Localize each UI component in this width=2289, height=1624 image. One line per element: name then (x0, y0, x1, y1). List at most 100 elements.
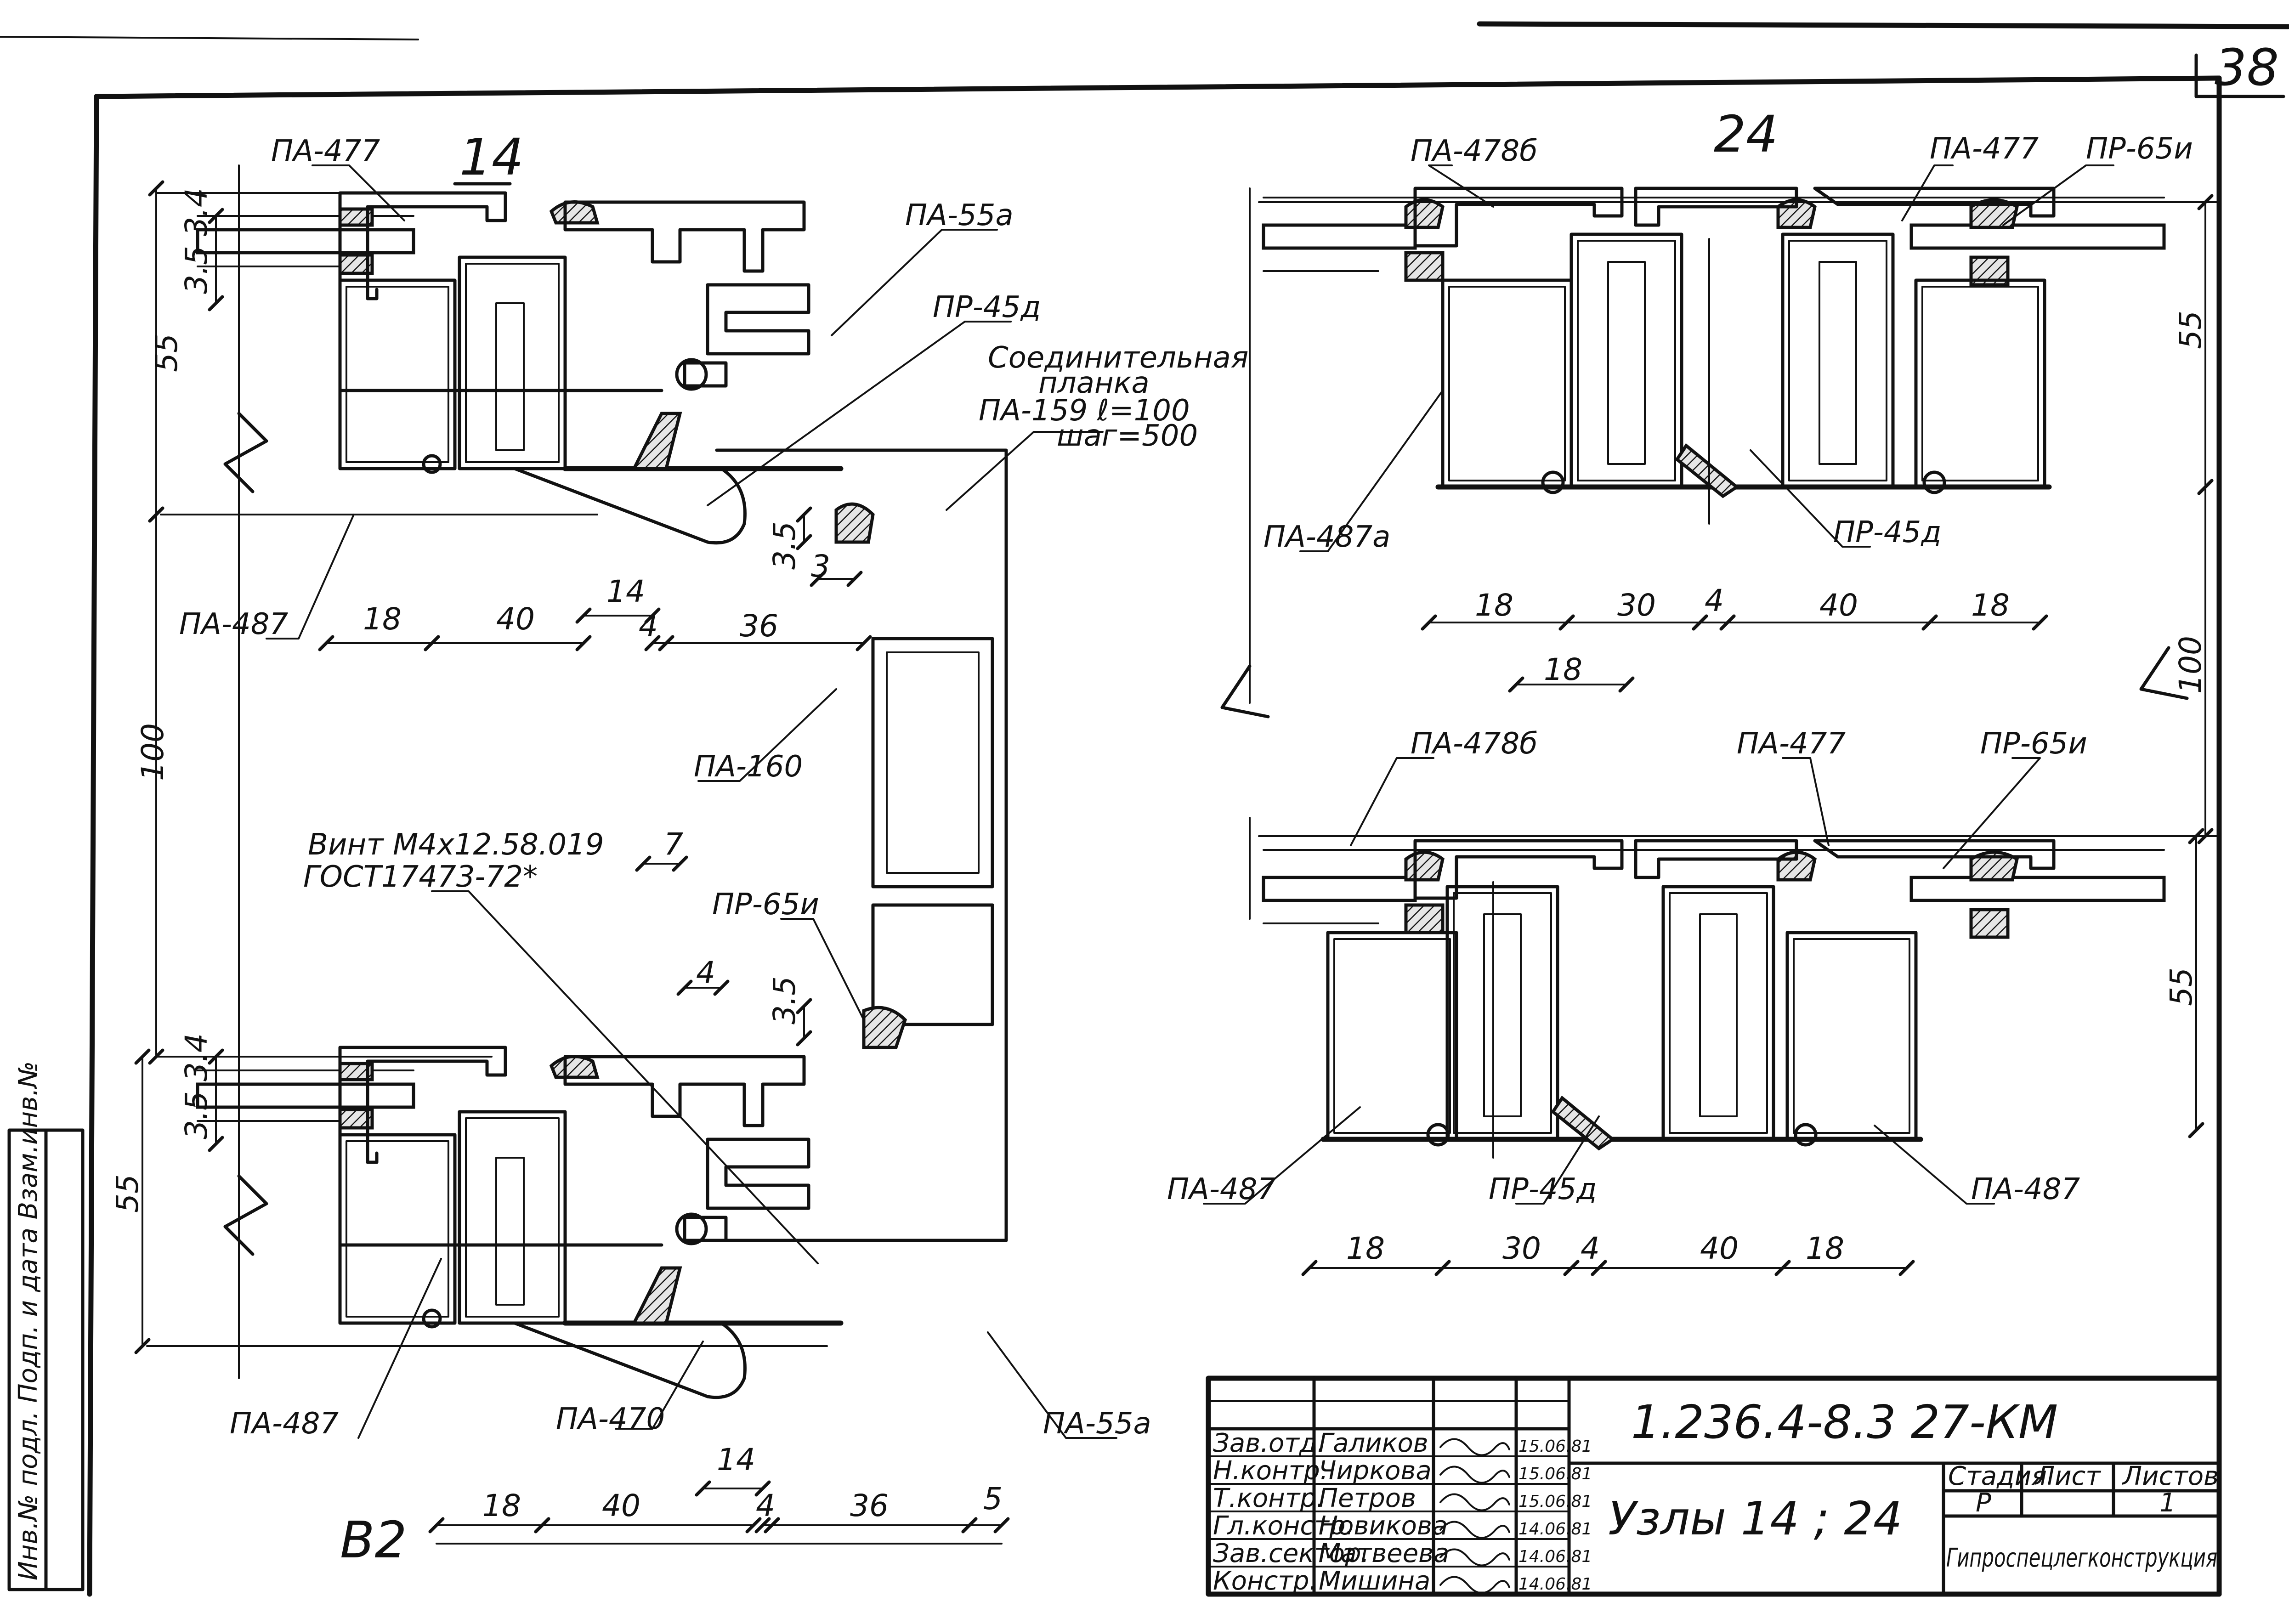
profile-chamber-inner (346, 1140, 449, 1318)
dimension-tick (754, 1480, 771, 1497)
mullion-head (563, 1055, 806, 1127)
leader-line (1901, 164, 1954, 221)
node-24-title: 24 (1714, 105, 1778, 164)
stage-header: Стадия (1948, 1461, 2047, 1491)
label-pa-470: ПА-470 (556, 1402, 665, 1436)
cap-profile (1813, 839, 2056, 870)
dimension-tick (148, 506, 164, 523)
signature-role: Н.контр. (1213, 1456, 1328, 1486)
profile-chamber-inner (1921, 286, 2039, 481)
n14-dim-stack-bottom: 3.5 3.4 (179, 1033, 214, 1139)
n24-dim-bot-18b: 18 (1806, 1231, 1844, 1266)
mullion-head (563, 200, 806, 273)
dimension-tick (1692, 614, 1708, 631)
dimension-tick (754, 1517, 771, 1533)
dimension-tick (208, 208, 224, 224)
sheets-value: 1 (2159, 1488, 2176, 1518)
stage-value: Р (1976, 1488, 1991, 1518)
frame-outline (338, 191, 663, 392)
n14-dim-bot-40: 40 (602, 1488, 640, 1523)
dimension-tick (810, 571, 826, 587)
n24-dim-top-18b: 18 (1971, 588, 2010, 623)
gasket-seal (1969, 255, 2010, 287)
label-connector-3: ПА-159 ℓ=100 (979, 394, 1190, 428)
break-mark (223, 412, 268, 493)
glass-pane (196, 228, 415, 255)
n24-dim-top-40: 40 (1819, 588, 1858, 623)
wedge-seal (631, 412, 682, 470)
node-14: 14 ПА-477 ПА-55а ПР-45д Соединительная п… (110, 128, 1248, 1569)
signature-name: Мишина (1319, 1566, 1430, 1596)
dimension-tick (208, 1048, 224, 1065)
n14-dim-bot-36: 36 (850, 1488, 889, 1523)
dimension-tick (695, 1480, 711, 1497)
dimension-tick (1563, 1260, 1580, 1276)
label-pa-487-right: ПА-487 (1971, 1172, 2080, 1206)
profile-slot (1699, 913, 1738, 1117)
screw-body (683, 361, 728, 388)
dimension-tick (134, 1048, 151, 1065)
label-b2: В2 (340, 1511, 407, 1569)
profile-chamber-inner (1577, 240, 1676, 481)
profile-chamber-inner (1788, 240, 1887, 481)
leader-line (946, 431, 1104, 511)
profile-chamber (1569, 232, 1683, 489)
label-connector-2: планка (1038, 366, 1150, 400)
profile-slot (495, 1157, 525, 1306)
dimension-tick (676, 979, 693, 996)
n24-dim-v55-top: 55 (2173, 311, 2208, 349)
dimension-tick (1921, 614, 1938, 631)
dimension-tick (208, 295, 224, 311)
leader-line (1515, 1115, 1600, 1205)
label-connector-1: Соединительная (988, 341, 1248, 375)
dimension-tick (1508, 676, 1524, 693)
dimension-tick (1434, 1260, 1451, 1276)
pressure-bead (513, 1321, 747, 1399)
n14-dim-3: 3 (811, 549, 830, 584)
connector-chamber (871, 903, 994, 1026)
profile-chamber-inner (1669, 892, 1768, 1134)
n24-dim-gap-18: 18 (1544, 652, 1582, 687)
profile-chamber-inner (346, 286, 449, 463)
dimension-tick (1591, 1260, 1607, 1276)
leader-line (431, 890, 819, 1264)
node-14-profiles (134, 164, 1117, 1545)
profile-chamber-inner (465, 263, 560, 463)
wedge-seal (631, 1266, 682, 1325)
signature-name: Галиков (1319, 1428, 1428, 1458)
cap-profile (1413, 187, 1624, 248)
n24-dim-bot-40: 40 (1700, 1231, 1739, 1266)
dimension-tick (2197, 828, 2214, 844)
leader-line (1782, 757, 1830, 846)
node-24-profiles (1203, 164, 2220, 1276)
dimension-tick (1421, 614, 1437, 631)
label-pr-65i-top: ПР-65и (2086, 132, 2193, 166)
label-pa-477-bottom: ПА-477 (1737, 727, 1846, 761)
gasket-seal (834, 502, 875, 544)
drain-notch (422, 1308, 442, 1329)
node-14-title: 14 (459, 128, 524, 187)
dimension-tick (796, 506, 812, 523)
gasket-seal (862, 1006, 907, 1049)
leader-line (312, 164, 405, 221)
signature-role: Гл.констр. (1213, 1511, 1354, 1541)
n14-dim-bot-5: 5 (983, 1481, 1003, 1516)
label-pr-65i: ПР-65и (712, 888, 819, 922)
clip-profile (706, 283, 810, 356)
n24-dim-top-18: 18 (1475, 588, 1513, 623)
wedge-seal (1675, 443, 1739, 498)
leader-line (1428, 164, 1494, 208)
break-mark (1220, 664, 1270, 719)
organization: Гипроспецлегконструкция (1946, 1543, 2217, 1573)
dimension-tick (1898, 1260, 1915, 1276)
dimension-tick (428, 1517, 445, 1533)
dimension-tick (745, 1517, 762, 1533)
dimension-tick (1558, 614, 1575, 631)
drain-notch (1794, 1123, 1818, 1147)
dimension-tick (796, 998, 812, 1014)
dimension-tick (856, 635, 872, 651)
glass-pane (1262, 223, 1417, 250)
signature-date: 14.06.81 (1518, 1575, 1592, 1594)
dimension-tick (148, 180, 164, 197)
